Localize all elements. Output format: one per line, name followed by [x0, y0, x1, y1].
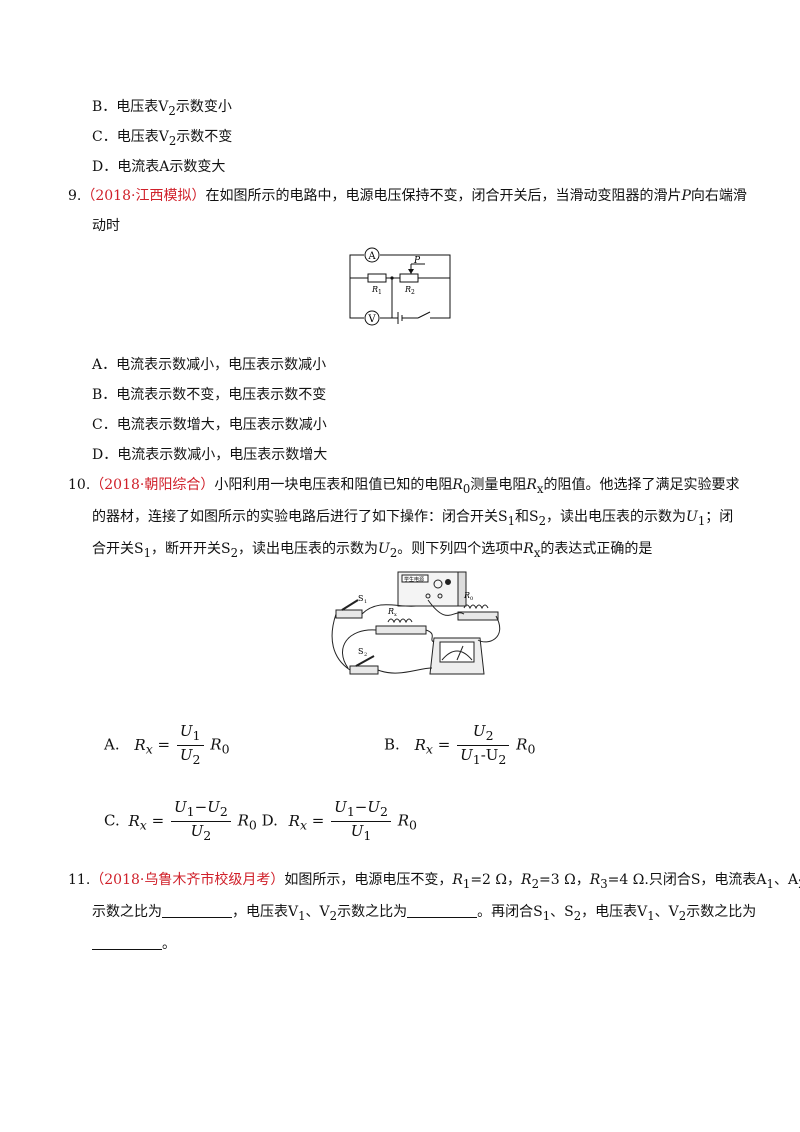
q10-experiment-figure: 学生电源 S 1 R x R 0 S 2 [331, 571, 501, 675]
r2-label: R [404, 285, 411, 294]
svg-text:学生电源: 学生电源 [404, 576, 424, 583]
q10-stem-line3: 合开关S1，断开开关S2，读出电压表的示数为U2。则下列四个选项中Rx的表达式正… [92, 541, 653, 560]
q9-option-c: C．电流表示数增大，电压表示数减小 [92, 417, 327, 433]
q11-stem-line3: 。 [92, 934, 176, 954]
answer-blank-3[interactable] [92, 935, 162, 950]
r1-label: R [371, 285, 378, 294]
svg-text:R: R [387, 607, 394, 616]
question-number: 10. [68, 477, 91, 493]
question-source: （2018·江西模拟） [81, 188, 206, 204]
slider-label: P [413, 256, 421, 266]
svg-text:R: R [463, 591, 470, 600]
svg-text:2: 2 [364, 652, 367, 658]
svg-text:1: 1 [364, 599, 367, 605]
q9-stem-line2: 动时 [92, 218, 120, 234]
q9-circuit-diagram: A V P R 1 R 2 [349, 247, 451, 326]
q11-stem-line1: 11.（2018·乌鲁木齐市校级月考）如图所示，电源电压不变，R1=2 Ω，R2… [68, 872, 800, 891]
question-source: （2018·乌鲁木齐市校级月考） [90, 872, 285, 888]
svg-text:0: 0 [470, 596, 473, 602]
q10-stem-line1: 10.（2018·朝阳综合）小阳利用一块电压表和阻值已知的电阻R0测量电阻Rx的… [68, 477, 740, 496]
question-number: 9. [68, 188, 82, 204]
q10-stem-line2: 的器材，连接了如图所示的实验电路后进行了如下操作：闭合开关S1和S2，读出电压表… [92, 509, 734, 528]
svg-text:2: 2 [411, 289, 415, 296]
q11-stem-line2: 示数之比为，电压表V1、V2示数之比为。再闭合S1、S2，电压表V1、V2示数之… [92, 903, 757, 923]
q8-option-d: D．电流表A示数变大 [92, 159, 226, 175]
ammeter-label: A [367, 251, 376, 262]
q9-option-d: D．电流表示数减小，电压表示数增大 [92, 447, 328, 463]
svg-text:x: x [394, 612, 397, 618]
q9-stem-line1: 9.（2018·江西模拟）在如图所示的电路中，电源电压保持不变，闭合开关后，当滑… [68, 188, 747, 204]
question-number: 11. [68, 872, 91, 888]
svg-text:S: S [358, 594, 363, 603]
svg-text:S: S [358, 647, 363, 656]
svg-text:1: 1 [378, 289, 382, 296]
q8-option-b: B．电压表V2示数变小 [92, 99, 232, 118]
answer-blank-2[interactable] [407, 903, 478, 918]
q8-option-c: C．电压表V2示数不变 [92, 129, 233, 148]
voltmeter-label: V [367, 314, 376, 325]
answer-blank-1[interactable] [162, 903, 232, 918]
q9-option-a: A．电流表示数减小，电压表示数减小 [92, 357, 327, 373]
q9-option-b: B．电流表示数不变，电压表示数不变 [92, 387, 327, 403]
question-source: （2018·朝阳综合） [90, 477, 215, 493]
